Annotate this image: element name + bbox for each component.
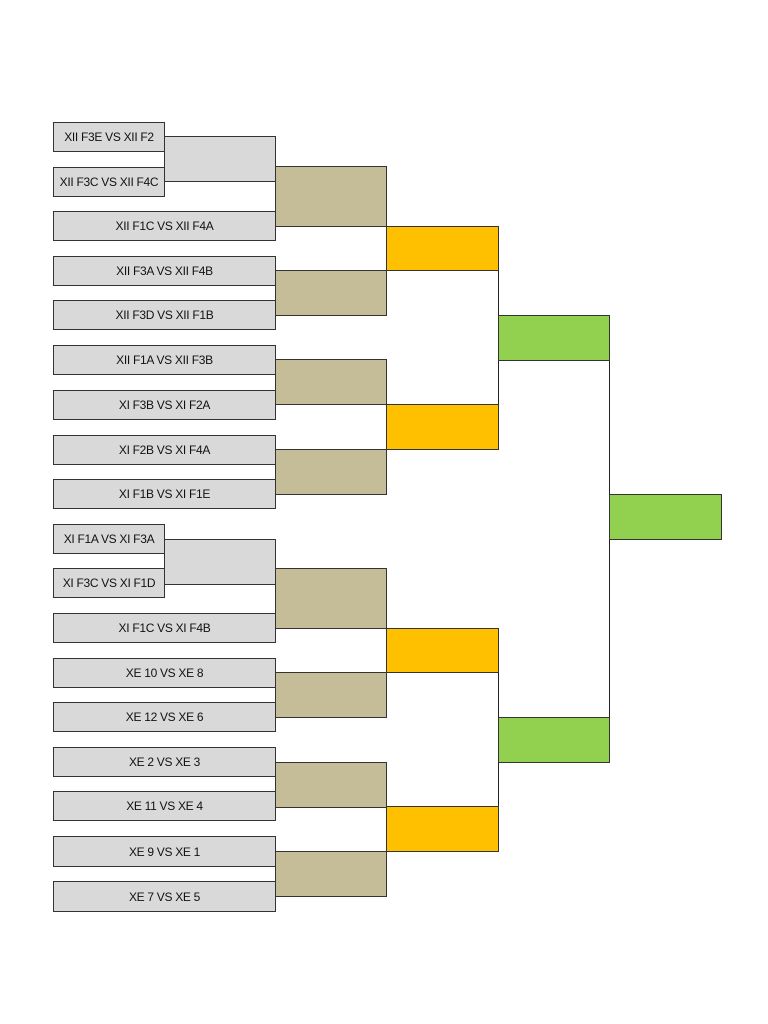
prelim-slot-2 <box>164 539 276 585</box>
round2-slot-5 <box>275 568 387 629</box>
match-4: XII F3A VS XII F4B <box>53 256 276 286</box>
match-18: XE 7 VS XE 5 <box>53 881 276 912</box>
match-14: XE 12 VS XE 6 <box>53 702 276 732</box>
round3-slot-2 <box>386 404 499 450</box>
match-5: XII F3D VS XII F1B <box>53 300 276 330</box>
semifinal-slot-2 <box>498 717 610 763</box>
match-17: XE 9 VS XE 1 <box>53 836 276 867</box>
match-13: XE 10 VS XE 8 <box>53 658 276 688</box>
round3-slot-1 <box>386 226 499 271</box>
match-9: XI F1B VS XI F1E <box>53 479 276 509</box>
round2-slot-4 <box>275 449 387 495</box>
match-1: XII F3E VS XII F2 <box>53 122 165 152</box>
match-12: XI F1C VS XI F4B <box>53 613 276 643</box>
round2-slot-7 <box>275 762 387 808</box>
match-7: XI F3B VS XI F2A <box>53 390 276 420</box>
round3-slot-3 <box>386 628 499 673</box>
match-15: XE 2 VS XE 3 <box>53 747 276 777</box>
match-10: XI F1A VS XI F3A <box>53 524 165 554</box>
round2-slot-1 <box>275 166 387 227</box>
round2-slot-6 <box>275 672 387 718</box>
match-6: XII F1A VS XII F3B <box>53 345 276 375</box>
match-8: XI F2B VS XI F4A <box>53 435 276 465</box>
round2-slot-2 <box>275 270 387 316</box>
match-11: XI F3C VS XI F1D <box>53 568 165 598</box>
match-16: XE 11 VS XE 4 <box>53 791 276 821</box>
match-2: XII F3C VS XII F4C <box>53 167 165 197</box>
prelim-slot-1 <box>164 136 276 182</box>
round2-slot-3 <box>275 359 387 405</box>
connector-line <box>609 360 610 763</box>
match-3: XII F1C VS XII F4A <box>53 211 276 241</box>
semifinal-slot-1 <box>498 315 610 361</box>
final-slot <box>609 494 722 540</box>
round3-slot-4 <box>386 806 499 852</box>
round2-slot-8 <box>275 851 387 897</box>
